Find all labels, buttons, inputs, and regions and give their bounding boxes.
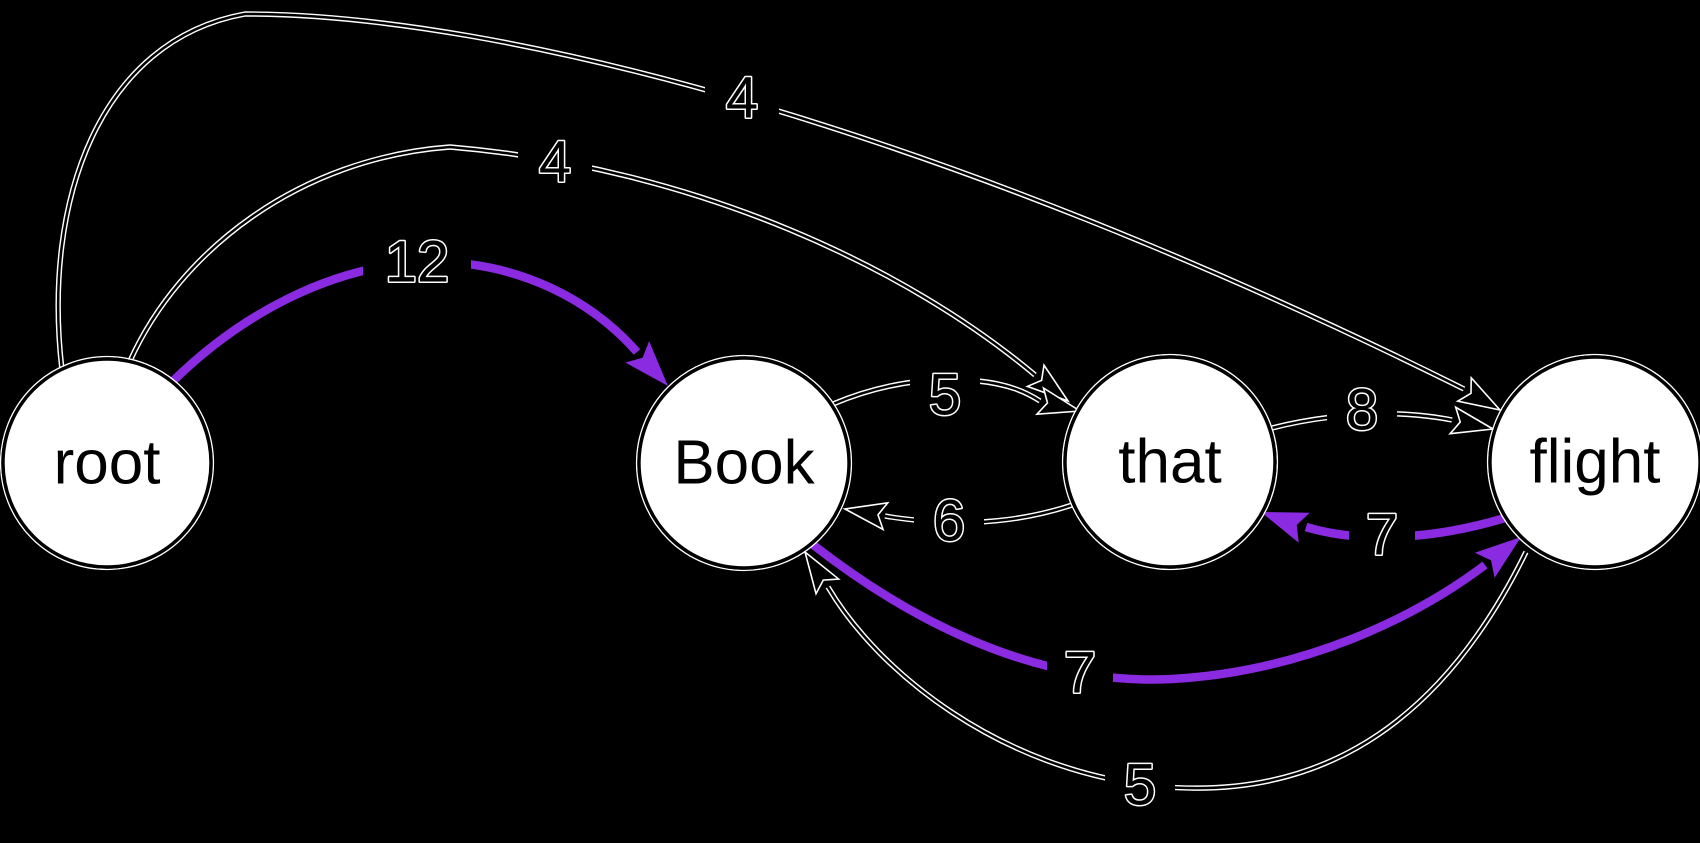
edge-Book-that-arrowhead-icon: [1034, 386, 1083, 416]
edge-flight-Book-line: [826, 551, 1528, 790]
edge-that-flight-label-bg: [1327, 378, 1397, 442]
node-root-circle: [1, 357, 213, 569]
node-flight-circle: [1488, 355, 1700, 569]
edge-flight-Book-weight-label: 5: [1124, 753, 1156, 818]
node-flight-halo: [1486, 353, 1700, 571]
edge-flight-Book-label-bg: [1105, 753, 1175, 817]
edge-root-Book-arrowhead-icon: [625, 341, 668, 386]
node-Book-halo: [635, 354, 853, 572]
node-Book: Book: [635, 354, 853, 572]
edge-flight-that-arrowhead-icon: [1261, 512, 1310, 543]
node-that-circle: [1063, 355, 1277, 569]
layer-nodes: root Book that flight: [0, 353, 1700, 572]
edge-Book-flight-line: [809, 540, 1488, 684]
node-flight-label: flight: [1530, 428, 1661, 497]
node-that-label: that: [1118, 428, 1221, 497]
edge-root-flight-line: [56, 12, 1465, 391]
node-that-halo: [1061, 353, 1279, 571]
layer-arrows: [625, 341, 1521, 596]
edge-that-flight-weight-label: 8: [1346, 378, 1378, 443]
edge-root-that-label-bg: [518, 130, 592, 194]
node-that: that: [1061, 353, 1279, 571]
edge-flight-Book-casing: [825, 550, 1529, 791]
edge-flight-Book-arrowhead-icon: [803, 549, 841, 596]
edge-that-flight-arrowhead-icon: [1448, 405, 1496, 435]
edge-that-Book-label-bg: [914, 489, 984, 553]
edge-Book-flight-label-bg: [1047, 641, 1113, 705]
edge-Book-that-weight-label: 5: [929, 363, 961, 428]
edge-root-that-line: [128, 145, 1036, 376]
edge-root-flight-arrowhead-icon: [1455, 375, 1503, 412]
node-Book-label: Book: [673, 429, 815, 498]
node-root-halo: [0, 355, 215, 571]
edge-root-flight-label-bg: [705, 66, 779, 130]
edge-Book-flight-arrowhead-icon: [1474, 537, 1521, 578]
node-root: root: [0, 355, 215, 571]
edge-root-flight-weight-label: 4: [726, 66, 758, 131]
edge-flight-that-weight-label: 7: [1366, 503, 1398, 568]
edge-Book-flight-weight-label: 7: [1064, 641, 1096, 706]
edge-root-that-weight-label: 4: [539, 130, 571, 195]
edge-that-Book-arrowhead-icon: [842, 501, 890, 532]
edge-root-that-arrowhead-icon: [1025, 362, 1071, 403]
node-flight: flight: [1486, 353, 1700, 571]
edge-Book-that-label-bg: [910, 363, 980, 427]
edge-root-Book-label-bg: [363, 230, 471, 294]
edge-root-Book-weight-label: 12: [385, 230, 450, 295]
edge-flight-that-label-bg: [1349, 503, 1415, 567]
node-Book-circle: [637, 356, 851, 570]
node-root-label: root: [54, 429, 161, 498]
edge-that-Book-weight-label: 6: [933, 489, 965, 554]
